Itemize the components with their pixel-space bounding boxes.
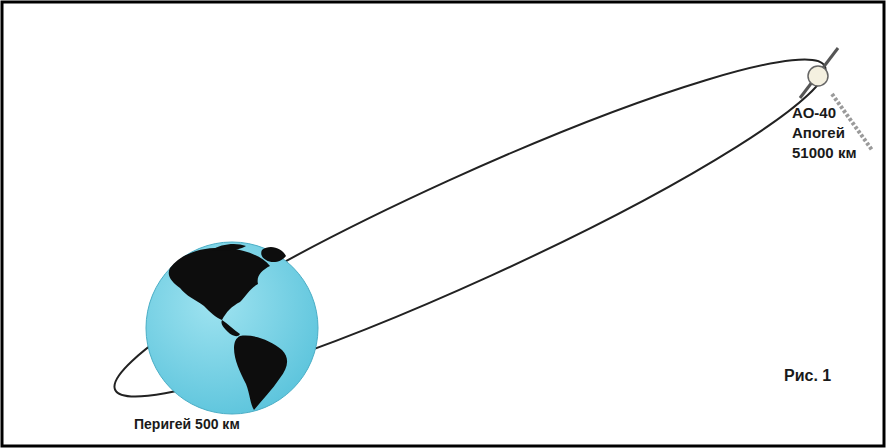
apogee-label: Апогей (792, 124, 845, 142)
figure-number: Рис. 1 (784, 366, 831, 385)
orbit-ellipse (94, 19, 847, 437)
apogee-altitude: 51000 км (792, 144, 856, 162)
orbit-front (94, 405, 410, 437)
satellite-name: АО-40 (792, 104, 836, 122)
earth-globe (146, 242, 318, 414)
perigee-label: Перигей 500 км (134, 416, 240, 433)
